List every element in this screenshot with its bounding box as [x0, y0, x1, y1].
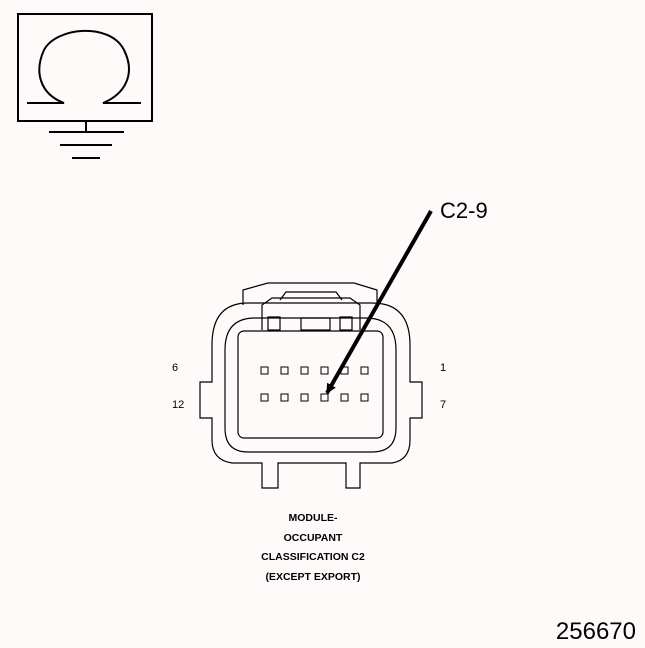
cavity-4	[300, 366, 309, 375]
cavity-12	[260, 393, 269, 402]
cavity-8	[340, 393, 349, 402]
callout-arrow	[325, 210, 433, 394]
pin-label-6: 6	[172, 362, 179, 374]
cavity-9	[320, 393, 329, 402]
cavity-11	[280, 393, 289, 402]
cavity-7	[360, 393, 369, 402]
connector-caption: MODULE- OCCUPANT CLASSIFICATION C2 (EXCE…	[213, 509, 413, 587]
cavity-1	[360, 366, 369, 375]
figure-number: 256670	[555, 618, 636, 645]
cavity-3	[320, 366, 329, 375]
pin-label-1: 1	[440, 362, 447, 374]
caption-line-4: (EXCEPT EXPORT)	[265, 570, 361, 583]
pin-label-7: 7	[440, 399, 447, 411]
callout-label: C2-9	[440, 198, 488, 223]
caption-line-3: CLASSIFICATION C2	[261, 551, 365, 563]
cavity-6	[260, 366, 269, 375]
ohmmeter-ground-icon	[17, 13, 153, 159]
caption-line-1: MODULE-	[288, 512, 338, 524]
terminal-cavities	[260, 366, 369, 402]
cavity-5	[280, 366, 289, 375]
cavity-10	[300, 393, 309, 402]
connector-housing	[199, 282, 423, 489]
caption-line-2: OCCUPANT	[283, 531, 343, 544]
pin-label-12: 12	[172, 399, 185, 411]
